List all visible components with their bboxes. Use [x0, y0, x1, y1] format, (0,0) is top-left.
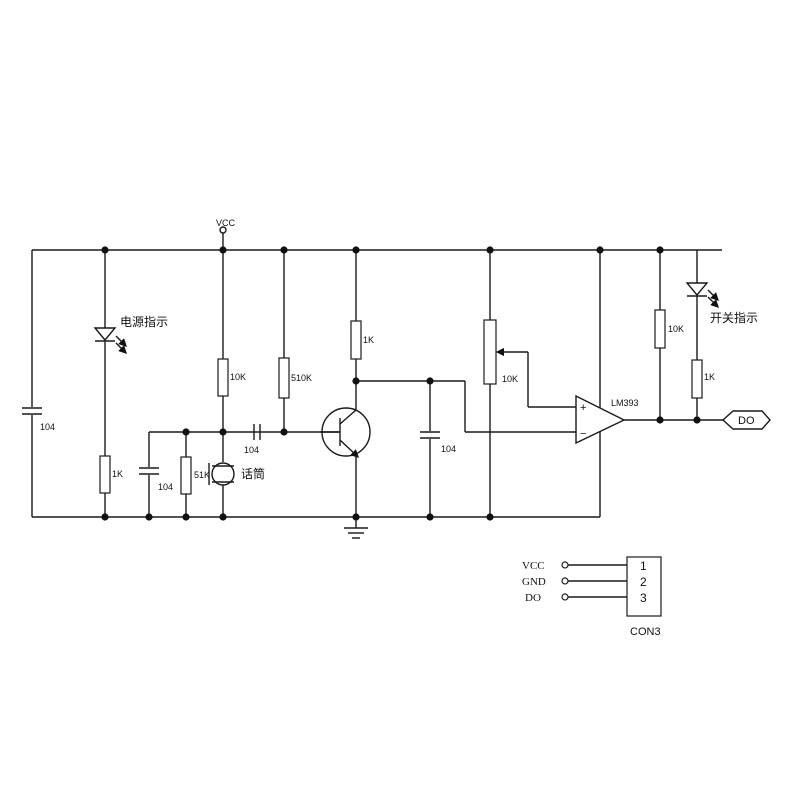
switch-led-resistor	[691, 359, 703, 399]
lm393-comparator	[575, 250, 723, 517]
base-bias-resistor	[278, 357, 290, 399]
output-port-label: DO	[738, 415, 755, 427]
con3-signal-do: DO	[525, 592, 541, 604]
comparator-name: LM393	[611, 398, 639, 408]
power-led-label: 电源指示	[120, 314, 168, 329]
comparator-minus: −	[580, 428, 586, 440]
mic-filter-capacitor	[139, 432, 159, 517]
switch-led-label: 开关指示	[710, 310, 758, 325]
comparator-plus: +	[580, 402, 586, 414]
microphone	[208, 462, 235, 517]
con3-signal-gnd: GND	[522, 576, 546, 588]
supply-capacitor-value: 104	[40, 422, 55, 432]
threshold-potentiometer-value: 10K	[502, 374, 518, 384]
mic-bias-resistor-value: 10K	[230, 372, 246, 382]
switch-led-resistor-value: 1K	[704, 372, 715, 382]
pullup-resistor	[654, 309, 666, 349]
vcc-label: VCC	[216, 218, 236, 228]
mic-bias-resistor	[217, 358, 229, 397]
con3-pin-2: 2	[640, 575, 647, 589]
comparator-input-capacitor-value: 104	[441, 444, 456, 454]
threshold-potentiometer	[483, 319, 497, 385]
mic-shunt-resistor	[180, 456, 192, 495]
power-led-resistor	[99, 455, 111, 494]
collector-resistor	[350, 320, 362, 360]
mic-filter-capacitor-value: 104	[158, 482, 173, 492]
con3-signal-vcc: VCC	[522, 560, 545, 572]
power-led-resistor-value: 1K	[112, 469, 123, 479]
con3-pin-3: 3	[640, 591, 647, 605]
pullup-resistor-value: 10K	[668, 324, 684, 334]
mic-shunt-resistor-value: 51K	[194, 470, 210, 480]
power-led	[93, 250, 127, 456]
microphone-label: 话筒	[241, 466, 265, 481]
supply-capacitor	[22, 250, 42, 517]
comparator-input-capacitor	[420, 381, 440, 517]
con3-pin-1: 1	[640, 559, 647, 573]
switch-led	[685, 250, 719, 360]
output-port	[721, 410, 771, 430]
con3-name: CON3	[630, 626, 661, 638]
collector-resistor-value: 1K	[363, 335, 374, 345]
con3-connector	[561, 556, 662, 617]
base-bias-resistor-value: 510K	[291, 373, 312, 383]
junction-dots	[101, 246, 701, 521]
coupling-capacitor-value: 104	[244, 445, 259, 455]
npn-transistor	[320, 381, 371, 517]
vcc-terminal	[219, 226, 227, 234]
